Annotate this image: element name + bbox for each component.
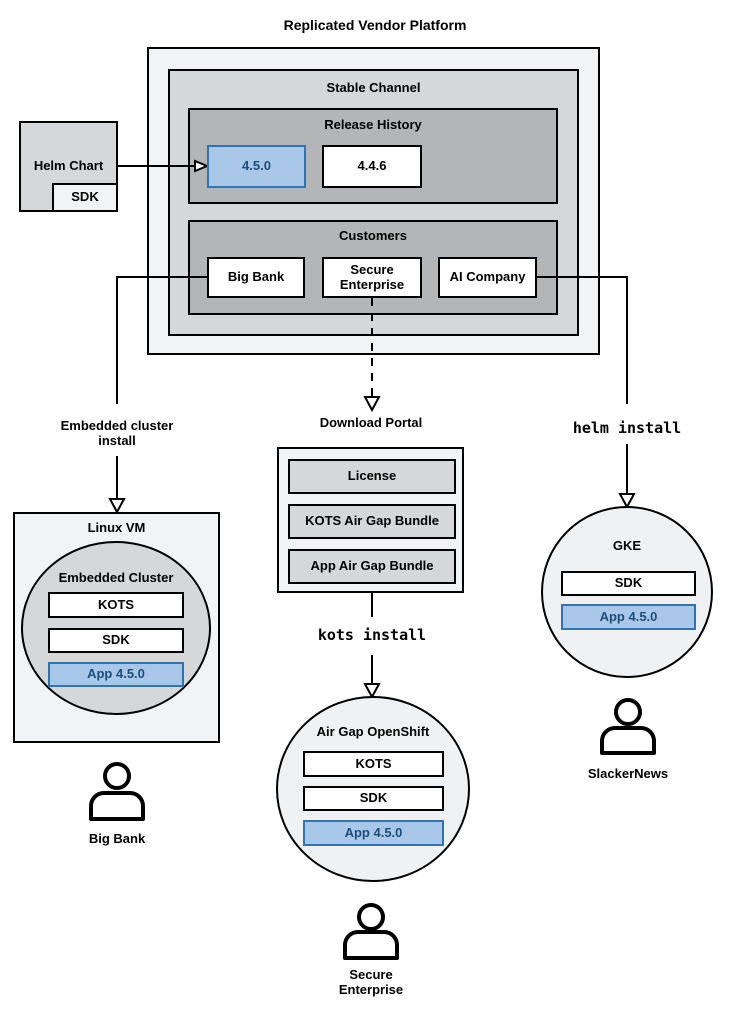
- linux-vm-sdk-node: SDK: [48, 628, 184, 653]
- stable-channel-label: Stable Channel: [326, 80, 421, 95]
- kots-install-arrow: [363, 655, 381, 700]
- helm-install-label: helm install: [572, 419, 682, 437]
- arrowhead-icon: [363, 683, 381, 700]
- helm-chart-to-release-arrow: [118, 159, 210, 173]
- gke-label: GKE: [612, 538, 642, 553]
- portal-license-node: License: [288, 459, 456, 494]
- airgap-openshift-label: Air Gap OpenShift: [316, 724, 430, 739]
- customer-secure-enterprise-node: Secure Enterprise: [322, 257, 422, 298]
- embedded-cluster-install-label: Embedded cluster install: [60, 418, 174, 449]
- arrowhead-icon: [194, 159, 210, 173]
- embedded-cluster-install-arrow: [108, 456, 126, 515]
- helm-chart-sdk-node: SDK: [52, 183, 118, 212]
- kots-install-label: kots install: [317, 626, 427, 644]
- customer-big-bank-node: Big Bank: [207, 257, 305, 298]
- arrowhead-icon: [108, 498, 126, 515]
- helm-chart-label: Helm Chart: [33, 158, 104, 173]
- arrowhead-icon: [363, 396, 381, 413]
- secure-enterprise-persona-label: Secure Enterprise: [338, 967, 404, 998]
- linux-vm-kots-node: KOTS: [48, 592, 184, 618]
- download-portal-title: Download Portal: [319, 415, 423, 430]
- airgap-kots-node: KOTS: [303, 751, 444, 777]
- portal-kots-bundle-node: KOTS Air Gap Bundle: [288, 504, 456, 539]
- gke-sdk-node: SDK: [561, 571, 696, 596]
- big-bank-persona-label: Big Bank: [88, 831, 146, 846]
- slackernews-person-icon: [600, 698, 656, 755]
- customer-ai-company-node: AI Company: [438, 257, 537, 298]
- arrowhead-icon: [618, 493, 636, 510]
- release-4-5-0-node: 4.5.0: [207, 145, 306, 188]
- release-4-4-6-node: 4.4.6: [322, 145, 422, 188]
- gke-app-node: App 4.5.0: [561, 604, 696, 630]
- secure-enterprise-dashed-arrow: [363, 298, 381, 413]
- airgap-app-node: App 4.5.0: [303, 820, 444, 846]
- diagram-title: Replicated Vendor Platform: [283, 17, 467, 33]
- helm-install-arrow: [618, 444, 636, 510]
- big-bank-person-icon: [89, 762, 145, 821]
- customers-label: Customers: [339, 228, 407, 243]
- slackernews-persona-label: SlackerNews: [587, 766, 669, 781]
- embedded-cluster-label: Embedded Cluster: [58, 570, 174, 585]
- linux-vm-label: Linux VM: [87, 520, 146, 535]
- linux-vm-app-node: App 4.5.0: [48, 662, 184, 687]
- portal-app-bundle-node: App Air Gap Bundle: [288, 549, 456, 584]
- big-bank-edge: [116, 276, 207, 404]
- release-history-label: Release History: [324, 117, 422, 132]
- ai-company-edge: [537, 276, 628, 404]
- airgap-sdk-node: SDK: [303, 786, 444, 811]
- secure-enterprise-person-icon: [343, 903, 399, 960]
